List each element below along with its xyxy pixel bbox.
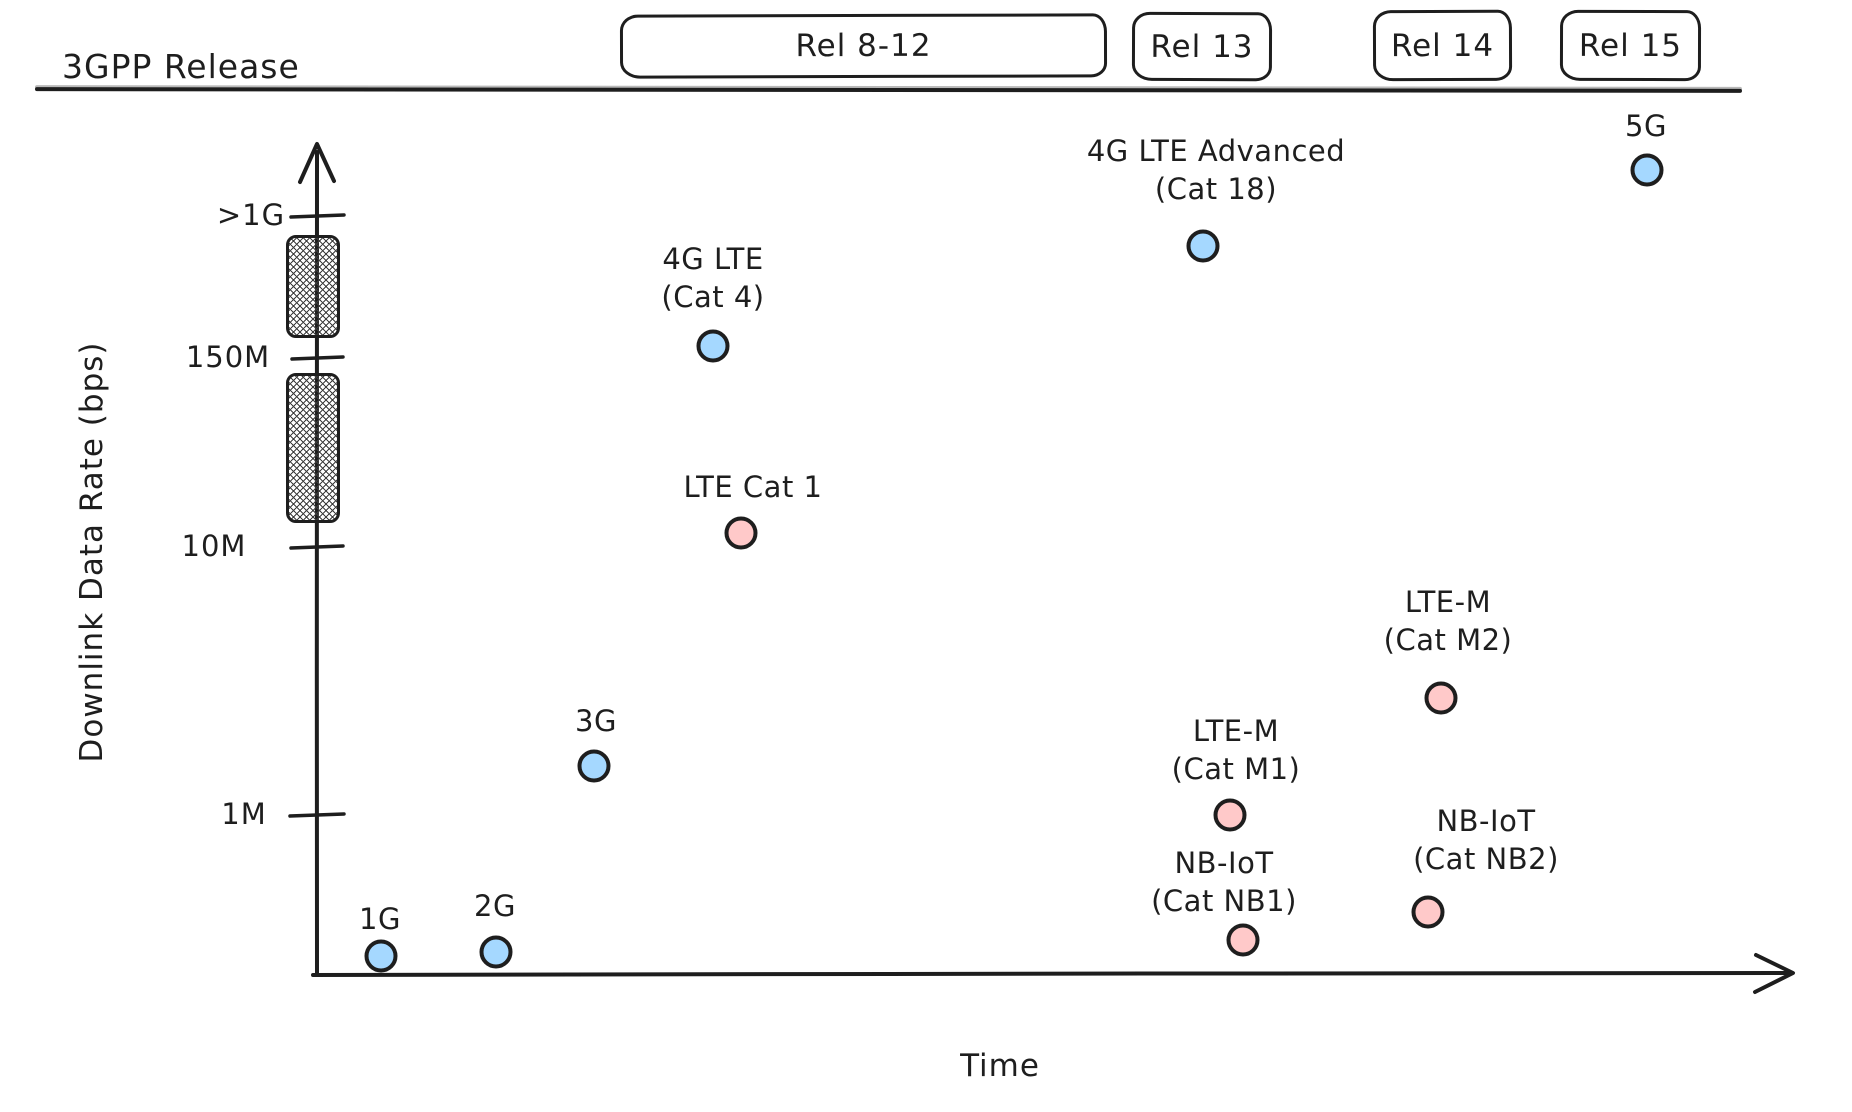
point-4g-lte-cat4-label-line2: (Cat 4)	[661, 280, 765, 314]
point-lte-m-cat-m2-marker	[1424, 681, 1458, 715]
point-5g-marker	[1630, 153, 1664, 187]
y-tick-150m	[290, 355, 345, 361]
x-axis-arrowhead	[1753, 953, 1795, 994]
point-nb-iot-cat-nb2-marker	[1411, 895, 1445, 929]
axis-break-hatch-lower	[286, 373, 340, 523]
point-lte-m-cat-m1-label-line2: (Cat M1)	[1171, 752, 1301, 786]
y-tick-label-1m: 1M	[221, 797, 267, 831]
point-4g-lte-advanced-cat18-label: 4G LTE Advanced (Cat 18)	[1087, 132, 1345, 208]
point-lte-cat1-marker	[724, 516, 758, 550]
point-lte-m-cat-m2-label-line2: (Cat M2)	[1383, 623, 1513, 657]
x-axis-line	[311, 971, 1790, 977]
point-1g-marker	[364, 939, 398, 973]
point-nb-iot-cat-nb1-label-line2: (Cat NB1)	[1151, 884, 1297, 918]
point-lte-m-cat-m1-label: LTE-M (Cat M1)	[1172, 712, 1301, 788]
point-4g-lte-cat4-label-line1: 4G LTE	[662, 242, 764, 276]
point-1g-label: 1G	[359, 902, 401, 936]
axis-break-hatch-upper	[286, 235, 340, 338]
point-2g-marker	[479, 935, 513, 969]
point-4g-lte-advanced-cat18-label-line2: (Cat 18)	[1154, 172, 1278, 206]
point-nb-iot-cat-nb2-label-line1: NB-IoT	[1436, 804, 1536, 838]
y-axis-title: Downlink Data Rate (bps)	[74, 341, 110, 763]
point-4g-lte-advanced-cat18-marker	[1186, 229, 1220, 263]
point-lte-m-cat-m2-label-line1: LTE-M	[1404, 585, 1492, 619]
y-tick-10m	[289, 544, 345, 550]
point-lte-cat1-label: LTE Cat 1	[683, 470, 823, 504]
x-axis-title: Time	[960, 1048, 1040, 1084]
y-axis-arrowhead	[298, 142, 336, 184]
point-4g-lte-cat4-label: 4G LTE (Cat 4)	[661, 240, 764, 316]
point-lte-m-cat-m1-marker	[1213, 798, 1247, 832]
y-tick-label-1g: >1G	[216, 198, 286, 232]
y-tick-1g	[289, 213, 346, 219]
y-tick-label-10m: 10M	[181, 529, 247, 563]
point-nb-iot-cat-nb1-label: NB-IoT (Cat NB1)	[1151, 844, 1297, 920]
point-nb-iot-cat-nb2-label: NB-IoT (Cat NB2)	[1413, 802, 1559, 878]
release-axis-title: 3GPP Release	[62, 47, 300, 86]
point-3g-label: 3G	[575, 704, 617, 738]
point-3g-marker	[577, 749, 611, 783]
point-4g-lte-advanced-cat18-label-line1: 4G LTE Advanced	[1086, 134, 1346, 168]
point-nb-iot-cat-nb2-label-line2: (Cat NB2)	[1413, 842, 1559, 876]
point-2g-label: 2G	[474, 889, 516, 923]
point-lte-m-cat-m1-label-line1: LTE-M	[1192, 714, 1280, 748]
point-4g-lte-cat4-marker	[696, 329, 730, 363]
point-nb-iot-cat-nb1-marker	[1226, 923, 1260, 957]
point-nb-iot-cat-nb1-label-line1: NB-IoT	[1174, 846, 1274, 880]
y-tick-label-150m: 150M	[185, 340, 271, 374]
point-lte-m-cat-m2-label: LTE-M (Cat M2)	[1384, 583, 1513, 659]
point-5g-label: 5G	[1625, 109, 1667, 143]
y-tick-1m	[288, 812, 346, 818]
